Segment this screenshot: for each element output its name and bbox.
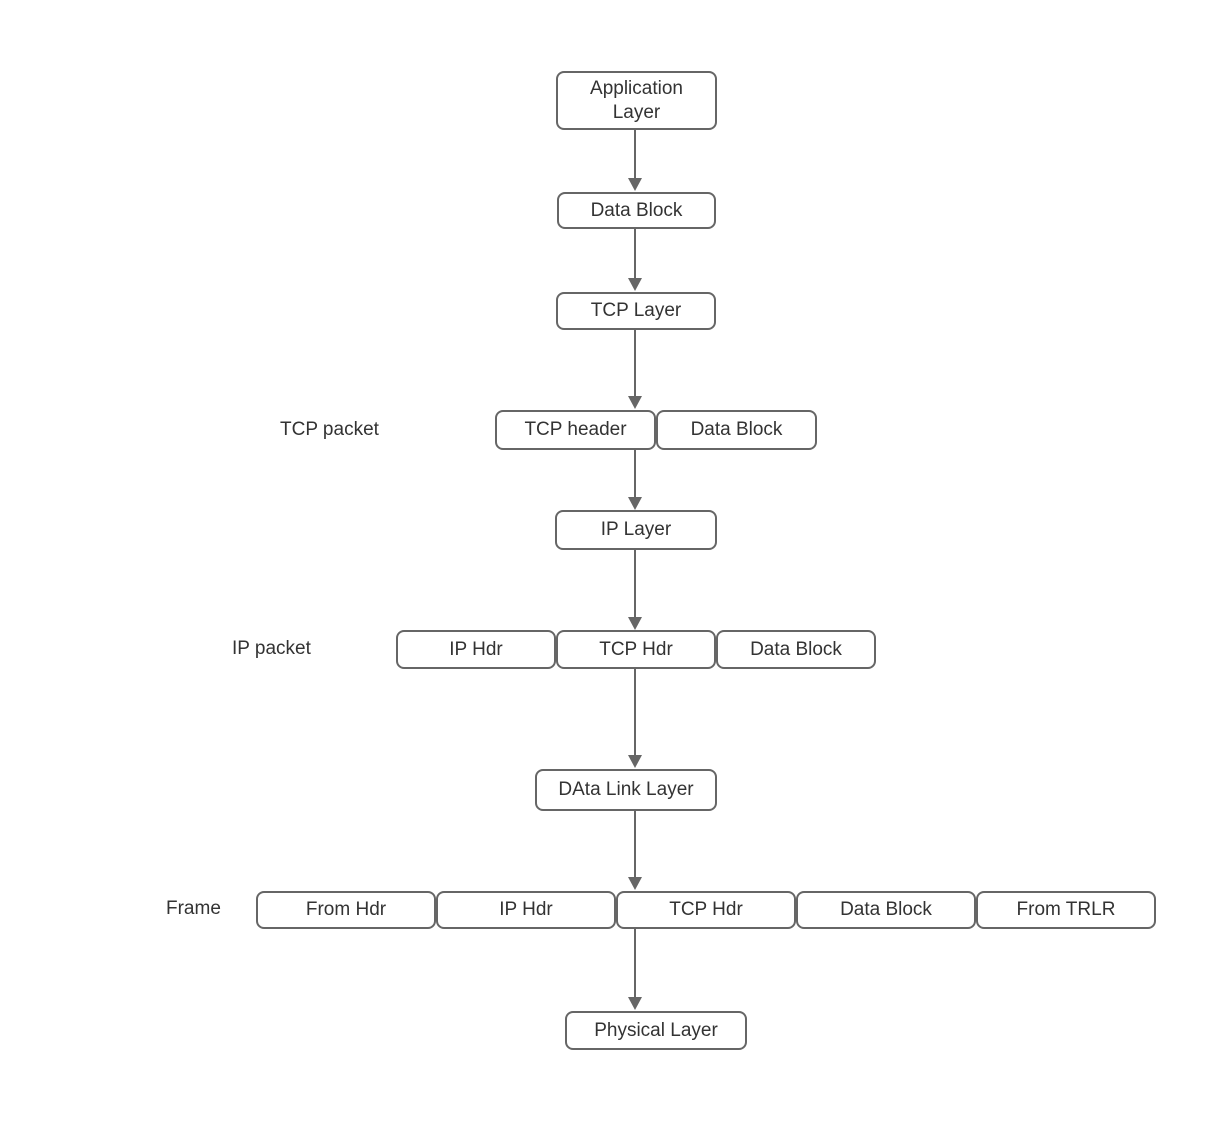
label-ip-packet: IP packet — [232, 638, 311, 659]
node-application-layer: Application Layer — [556, 71, 717, 130]
node-frame-data-block: Data Block — [796, 891, 976, 929]
arrow-application-to-data-block-icon — [634, 130, 636, 178]
node-data-block-top: Data Block — [557, 192, 716, 229]
node-ip-layer: IP Layer — [555, 510, 717, 550]
arrow-data-link-to-frame-icon — [634, 811, 636, 877]
node-tcp-header: TCP header — [495, 410, 656, 450]
arrow-ip-layer-to-ip-packet-icon — [634, 550, 636, 617]
node-ip-packet-data-block: Data Block — [716, 630, 876, 669]
arrow-tcp-packet-to-ip-layer-icon — [634, 450, 636, 497]
label-frame: Frame — [166, 898, 221, 919]
arrow-frame-to-physical-icon — [634, 929, 636, 997]
node-data-link-layer: DAta Link Layer — [535, 769, 717, 811]
node-tcp-packet-data-block: Data Block — [656, 410, 817, 450]
arrow-ip-packet-to-data-link-icon — [634, 669, 636, 755]
node-physical-layer: Physical Layer — [565, 1011, 747, 1050]
node-frame-from-trlr: From TRLR — [976, 891, 1156, 929]
node-frame-ip-hdr: IP Hdr — [436, 891, 616, 929]
node-frame-tcp-hdr: TCP Hdr — [616, 891, 796, 929]
node-ip-packet-ip-hdr: IP Hdr — [396, 630, 556, 669]
node-frame-from-hdr: From Hdr — [256, 891, 436, 929]
arrow-data-block-to-tcp-layer-icon — [634, 229, 636, 278]
arrow-tcp-layer-to-tcp-packet-icon — [634, 330, 636, 396]
node-ip-packet-tcp-hdr: TCP Hdr — [556, 630, 716, 669]
node-tcp-layer: TCP Layer — [556, 292, 716, 330]
label-tcp-packet: TCP packet — [280, 419, 379, 440]
